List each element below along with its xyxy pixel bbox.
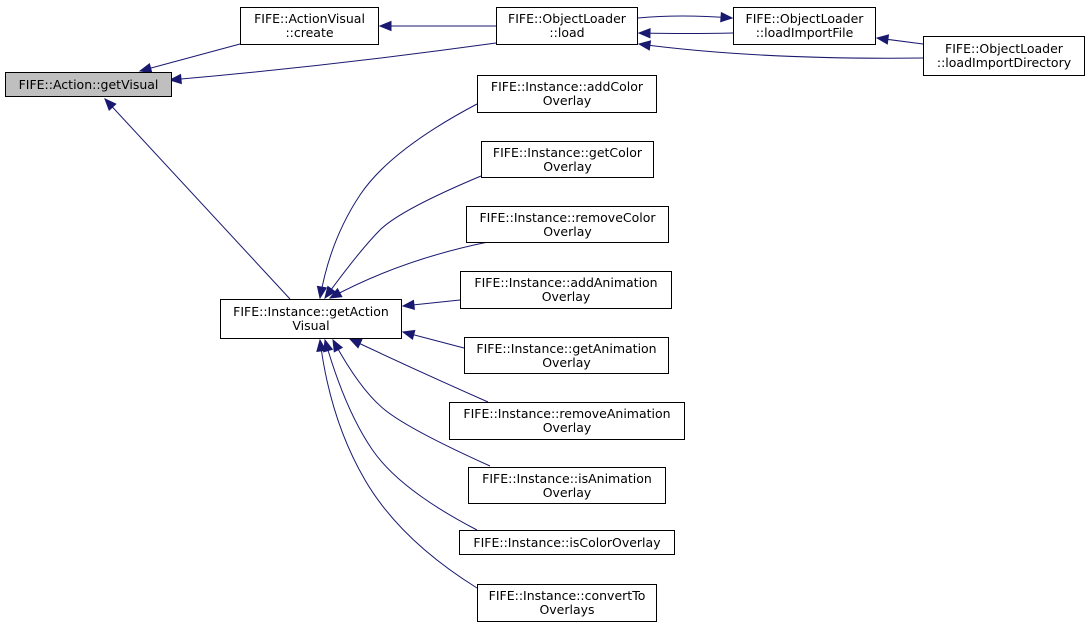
edge-isAnim-to-getActionVisual: [332, 339, 491, 467]
node-label-line: FIFE::Instance::removeAnimation: [463, 406, 671, 421]
arrowhead-addAnim-to-getActionVisual: [401, 299, 415, 311]
edge-convertTo-to-getActionVisual: [319, 339, 478, 589]
arrowhead-olLoad-to-avCreate: [378, 20, 392, 32]
node-label-line: FIFE::ObjectLoader: [508, 11, 626, 26]
node-label-line: FIFE::Instance::getAction: [233, 304, 389, 319]
node-get-visual: FIFE::Action::getVisual: [5, 72, 172, 97]
node-label-line: FIFE::Instance::removeColor: [479, 209, 656, 225]
node-label-line: FIFE::Instance::isColorOverlay: [473, 534, 661, 550]
node-label-line: FIFE::Action::getVisual: [18, 76, 159, 92]
node-label-line: Overlay: [542, 484, 592, 500]
node-label-line: ::load: [549, 25, 585, 40]
node-ol-import-file[interactable]: FIFE::ObjectLoader::loadImportFile: [733, 7, 876, 45]
node-label-line: Overlay: [542, 354, 591, 370]
arrowhead-olLoad-to-getVisual: [168, 73, 182, 85]
arrowhead-olLoad-to-olImportFile: [720, 11, 734, 23]
node-label-line: FIFE::Instance::convertTo: [488, 588, 646, 603]
node-ol-import-dir[interactable]: FIFE::ObjectLoader::loadImportDirectory: [923, 36, 1085, 76]
edge-removeAnim-to-getActionVisual: [349, 338, 489, 403]
node-label-line: Overlays: [539, 602, 595, 617]
node-label-line: Overlay: [542, 93, 592, 108]
edge-avCreate-to-getVisual: [139, 43, 241, 72]
edge-olLoad-to-olImportFile: [637, 15, 733, 19]
node-label-line: Overlay: [543, 223, 592, 239]
edge-olLoad-to-getVisual: [169, 42, 497, 81]
node-label-line: FIFE::Instance::addColor: [490, 79, 644, 94]
arrowhead-getActionVisual-to-getVisual: [104, 98, 117, 112]
node-av-create[interactable]: FIFE::ActionVisual::create: [240, 7, 379, 45]
node-is-color[interactable]: FIFE::Instance::isColorOverlay: [459, 530, 675, 555]
node-label-line: ::loadImportFile: [755, 25, 854, 40]
node-label-line: Visual: [292, 318, 330, 333]
arrowhead-olImportFile-to-olLoad: [637, 27, 651, 39]
arrowhead-isAnim-to-getActionVisual: [332, 338, 344, 353]
arrowhead-getAnim-to-getActionVisual: [401, 329, 416, 340]
node-label-line: FIFE::ObjectLoader: [945, 41, 1063, 56]
edge-removeColor-to-getActionVisual: [329, 241, 489, 299]
arrowhead-olImportDir-to-olLoad: [637, 40, 652, 51]
arrowhead-getColor-to-getActionVisual: [324, 285, 337, 300]
edge-olImportFile-to-olLoad: [638, 32, 734, 34]
node-label-line: Overlay: [541, 289, 591, 304]
edge-getActionVisual-to-getVisual: [104, 98, 291, 300]
node-label-line: ::loadImportDirectory: [936, 55, 1072, 70]
edge-getColor-to-getActionVisual: [324, 175, 482, 299]
node-label-line: FIFE::Instance::addAnimation: [474, 275, 658, 290]
arrowhead-avCreate-to-getVisual: [138, 62, 153, 74]
edge-isColor-to-getActionVisual: [324, 339, 478, 531]
arrowhead-olImportDir-to-olImportFile: [875, 34, 890, 45]
arrowhead-isColor-to-getActionVisual: [323, 338, 334, 353]
node-ol-load[interactable]: FIFE::ObjectLoader::load: [496, 7, 638, 45]
edge-addColor-to-getActionVisual: [319, 103, 478, 299]
node-label-line: Overlay: [542, 420, 592, 435]
arrowhead-convertTo-to-getActionVisual: [316, 338, 327, 353]
node-label-line: FIFE::Instance::getAnimation: [476, 340, 657, 356]
edge-olImportDir-to-olLoad: [638, 43, 924, 59]
arrowhead-removeAnim-to-getActionVisual: [348, 338, 363, 349]
arrowhead-addColor-to-getActionVisual: [316, 285, 328, 300]
node-label-line: ::create: [285, 25, 334, 40]
node-label-line: FIFE::ActionVisual: [254, 11, 365, 26]
node-label-line: FIFE::Instance::getColor: [492, 144, 643, 160]
arrowhead-removeColor-to-getActionVisual: [328, 287, 343, 299]
node-label-line: FIFE::Instance::isAnimation: [482, 470, 652, 486]
node-label-line: FIFE::ObjectLoader: [745, 11, 864, 26]
node-label-line: Overlay: [543, 158, 592, 174]
